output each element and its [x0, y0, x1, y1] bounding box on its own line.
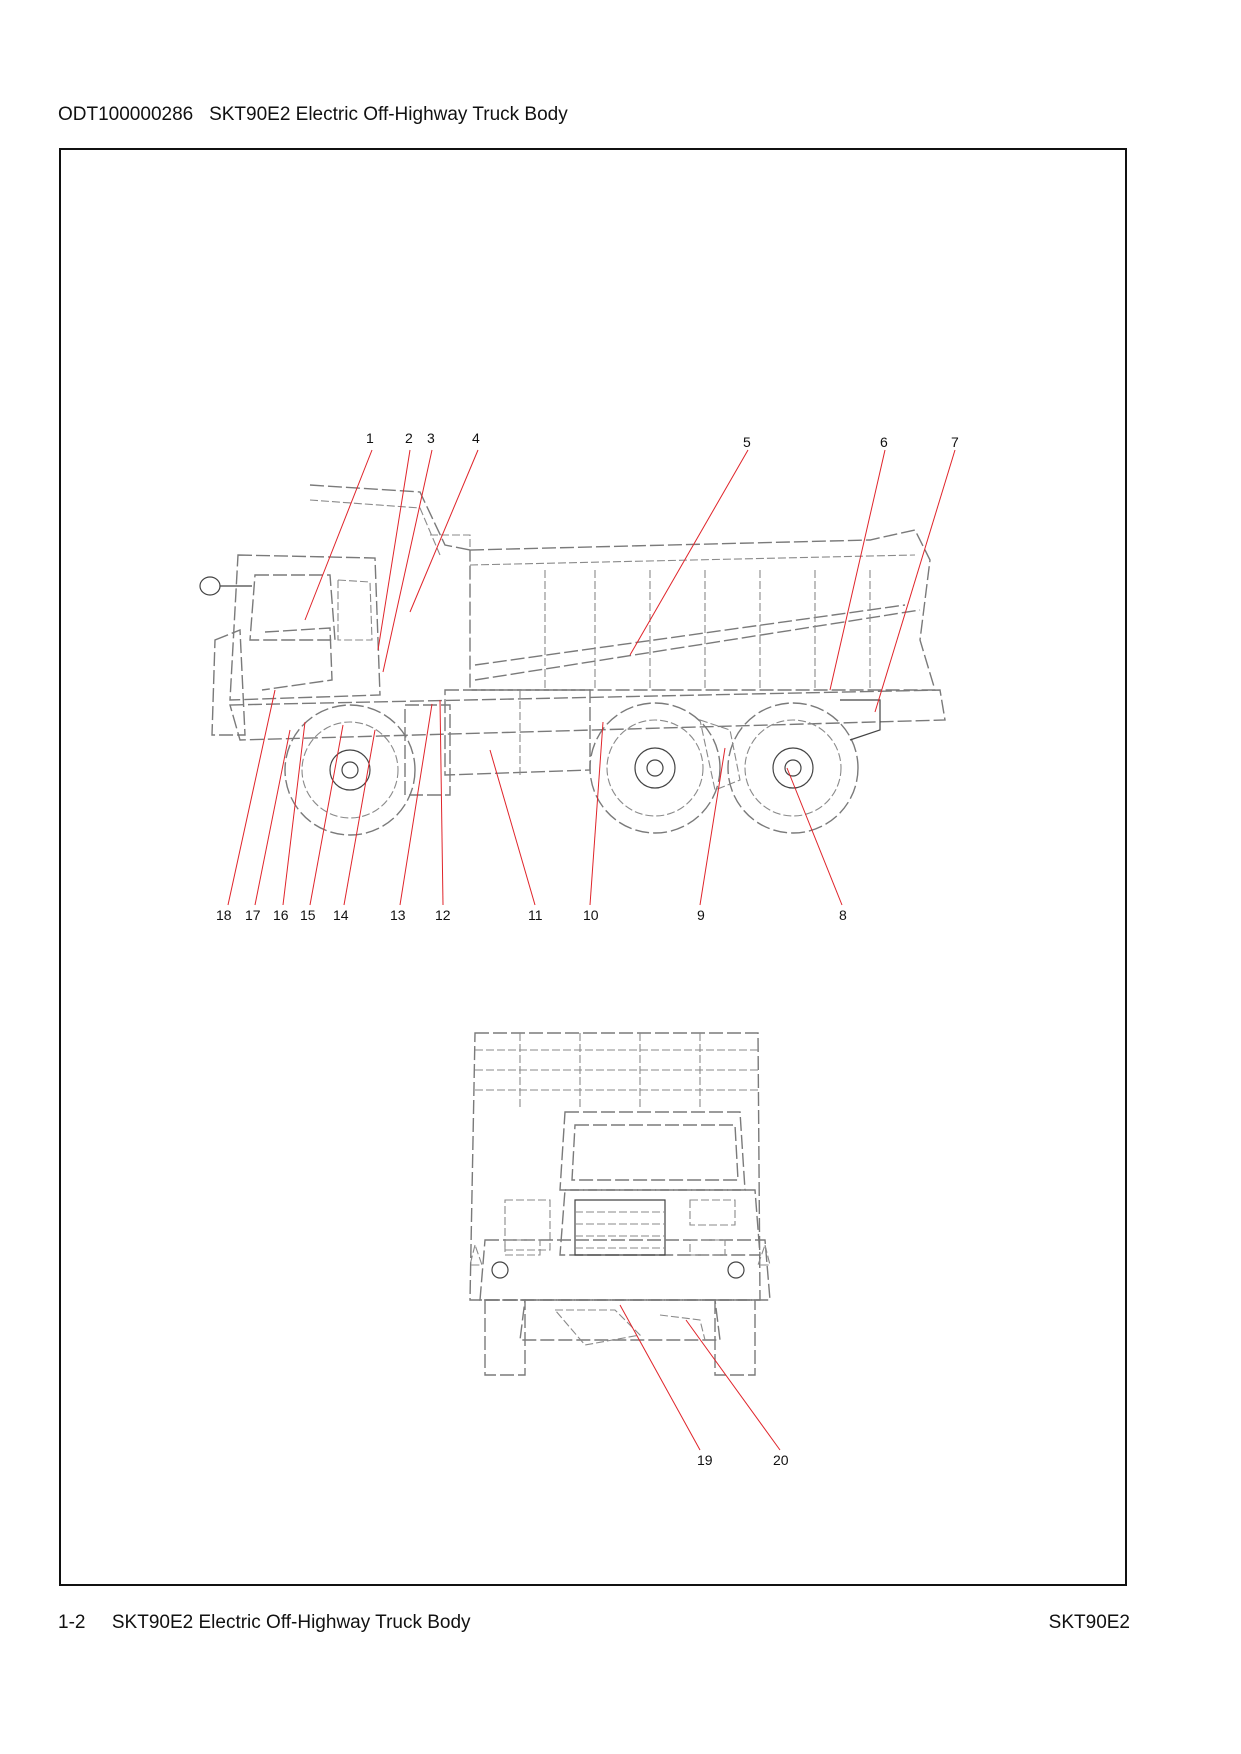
callout-14: 14 [333, 907, 349, 923]
header-line: ODT100000286 SKT90E2 Electric Off-Highwa… [58, 104, 568, 126]
callout-20: 20 [773, 1452, 789, 1468]
document-title: SKT90E2 Electric Off-Highway Truck Body [209, 104, 568, 125]
side-bottom-callouts: 18 17 16 15 14 13 12 11 10 9 8 [216, 907, 847, 923]
callout-11: 11 [528, 907, 543, 923]
callout-10: 10 [583, 907, 599, 923]
footer-model: SKT90E2 [1048, 1612, 1130, 1633]
callout-4: 4 [472, 430, 480, 446]
callout-19: 19 [697, 1452, 713, 1468]
callout-12: 12 [435, 907, 451, 923]
side-top-callouts: 1 2 3 4 5 6 7 [366, 430, 959, 450]
callout-3: 3 [427, 430, 435, 446]
callout-8: 8 [839, 907, 847, 923]
page-number: 1-2 [58, 1612, 86, 1633]
callout-6: 6 [880, 434, 888, 450]
callout-13: 13 [390, 907, 406, 923]
diagram-frame [59, 148, 1127, 1586]
callout-18: 18 [216, 907, 232, 923]
side-view-truck [199, 484, 946, 836]
footer-title: SKT90E2 Electric Off-Highway Truck Body [111, 1612, 471, 1633]
callout-7: 7 [951, 434, 959, 450]
callout-5: 5 [743, 434, 751, 450]
front-view-truck [469, 1032, 771, 1376]
callout-1: 1 [366, 430, 374, 446]
side-view-leaders [227, 449, 956, 906]
front-callouts: 19 20 [697, 1452, 789, 1468]
callout-2: 2 [405, 430, 413, 446]
callout-17: 17 [245, 907, 261, 923]
front-view-leaders [619, 1304, 781, 1451]
callout-15: 15 [300, 907, 316, 923]
document-code: ODT100000286 [58, 104, 194, 125]
footer-left: 1-2 SKT90E2 Electric Off-Highway Truck B… [58, 1612, 471, 1634]
callout-16: 16 [273, 907, 289, 923]
callout-9: 9 [697, 907, 705, 923]
